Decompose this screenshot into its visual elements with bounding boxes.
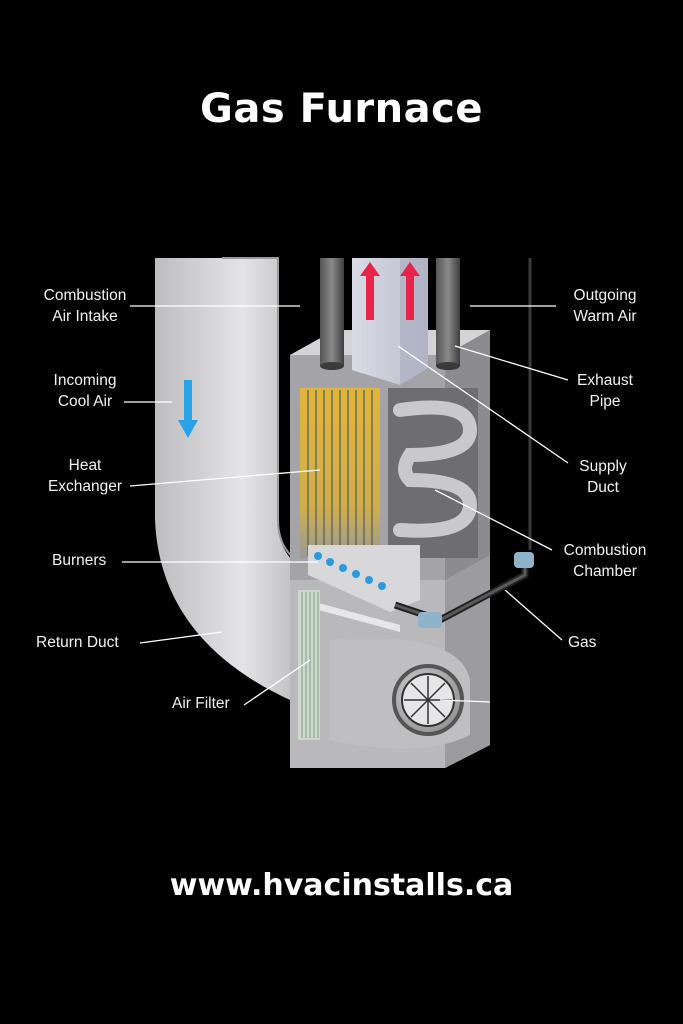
combustion-air-intake-pipe — [320, 258, 344, 370]
label-combustion-chamber: Combustion Chamber — [550, 540, 660, 582]
label-outgoing-warm-air: Outgoing Warm Air — [555, 285, 655, 327]
heat-exchanger — [300, 388, 380, 558]
cool-air-arrow — [178, 380, 198, 438]
combustion-chamber — [388, 388, 478, 558]
label-supply-duct: Supply Duct — [563, 456, 643, 498]
label-exhaust-pipe-line2: Pipe — [589, 393, 621, 410]
label-exhaust-pipe: Exhaust Pipe — [560, 370, 650, 412]
warm-air-arrows — [360, 262, 420, 320]
label-combustion-air-intake-line2: Air Intake — [52, 308, 118, 325]
gas-line — [393, 258, 534, 628]
label-supply-duct-line2: Duct — [587, 479, 619, 496]
leader-lines — [122, 305, 569, 706]
label-combustion-chamber-line1: Combustion — [563, 542, 647, 559]
exhaust-pipe — [436, 258, 460, 370]
label-incoming-cool-air-line1: Incoming — [53, 372, 117, 389]
page-title: Gas Furnace — [200, 86, 483, 132]
label-supply-duct-line1: Supply — [579, 458, 627, 475]
supply-duct — [352, 258, 428, 385]
label-combustion-air-intake: Combustion Air Intake — [30, 285, 140, 327]
label-incoming-cool-air-line2: Cool Air — [57, 393, 113, 410]
label-heat-exchanger-line2: Exchanger — [47, 478, 123, 495]
label-exhaust-pipe-line1: Exhaust — [576, 372, 633, 389]
burners — [300, 545, 420, 632]
label-incoming-cool-air: Incoming Cool Air — [35, 370, 135, 412]
label-gas-line: Gas — [568, 634, 597, 651]
label-heat-exchanger-line1: Heat — [68, 457, 102, 474]
label-burners: Burners — [52, 552, 107, 569]
label-combustion-chamber-line2: Chamber — [573, 563, 637, 580]
label-outgoing-warm-air-line1: Outgoing — [573, 287, 637, 304]
label-return-duct: Return Duct — [36, 634, 119, 651]
label-heat-exchanger: Heat Exchanger — [30, 455, 140, 497]
label-outgoing-warm-air-line2: Warm Air — [573, 308, 637, 325]
label-air-filter: Air Filter — [172, 695, 230, 712]
label-combustion-air-intake-line1: Combustion — [43, 287, 127, 304]
blower — [330, 638, 470, 749]
air-filter — [298, 590, 320, 740]
footer-url: www.hvacinstalls.ca — [169, 868, 514, 903]
